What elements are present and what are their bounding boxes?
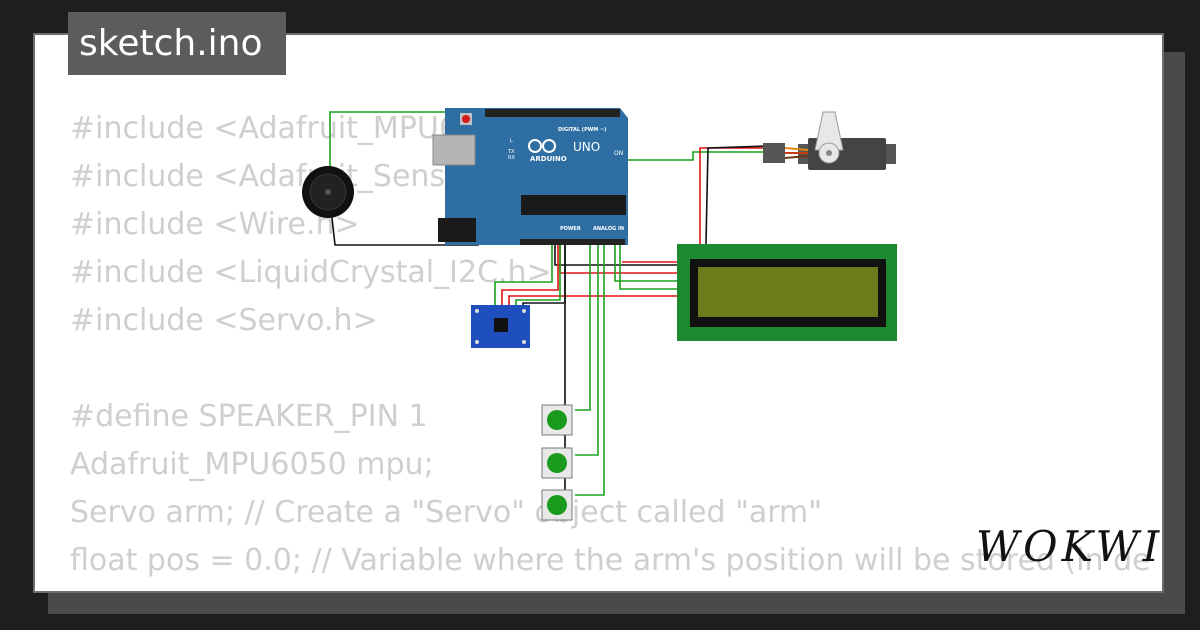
rx-led-label: RX [508, 155, 515, 161]
arduino-infinity-icon [528, 139, 542, 153]
file-tab-label: sketch.ino [79, 23, 263, 64]
digital-header-label: DIGITAL (PWM ~) [558, 127, 606, 133]
buzzer[interactable] [302, 166, 354, 218]
push-button[interactable] [541, 404, 573, 436]
usb-connector [432, 134, 476, 166]
code-line: #define SPEAKER_PIN 1 [70, 399, 428, 434]
digital-header [485, 109, 620, 117]
wokwi-logo: WOKWI [976, 522, 1164, 571]
tx-led-label: TX [507, 149, 515, 155]
lcd-screen [698, 267, 878, 317]
file-tab[interactable]: sketch.ino [68, 12, 286, 75]
code-line: float pos = 0.0; // Variable where the a… [70, 543, 1151, 578]
power-header-label: POWER [560, 226, 581, 232]
code-line: Adafruit_MPU6050 mpu; [70, 447, 434, 482]
lcd-display[interactable] [677, 244, 897, 341]
push-button[interactable] [541, 447, 573, 479]
arduino-uno-board[interactable]: ARDUINO UNO DIGITAL (PWM ~) POWER ANALOG… [432, 108, 628, 245]
board-logo-text: ARDUINO [530, 155, 567, 163]
servo-horn [814, 111, 844, 151]
board-model-label: UNO [573, 140, 600, 154]
on-led-label: ON [614, 150, 623, 157]
l-led-label: L [510, 138, 513, 144]
analog-header-label: ANALOG IN [593, 226, 624, 232]
servo-motor[interactable] [763, 111, 896, 170]
power-jack [438, 218, 476, 242]
code-line: #include <Servo.h> [70, 303, 378, 338]
power-analog-header [520, 239, 625, 245]
reset-button-cap [462, 115, 470, 123]
servo-connector [763, 143, 785, 163]
push-button[interactable] [541, 489, 573, 521]
atmega-chip [521, 195, 626, 215]
code-line: Servo arm; // Create a "Servo" object ca… [70, 495, 823, 530]
mpu6050-sensor[interactable] [471, 305, 530, 348]
